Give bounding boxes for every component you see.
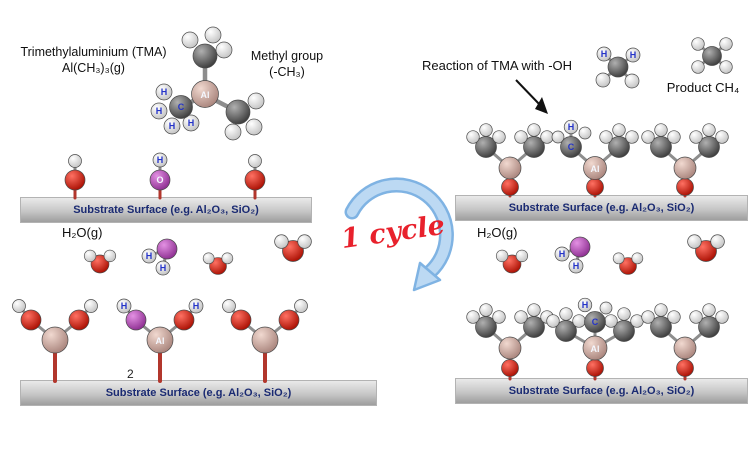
substrate-bar-bottom-left: Substrate Surface (e.g. Al₂O₃, SiO₂) (20, 380, 377, 406)
surface-dimethylaluminum-group (465, 122, 555, 198)
water-molecule-highlighted: H H (141, 238, 178, 276)
surface-oh-group (244, 154, 266, 200)
atom-label-h: H (188, 118, 195, 128)
atom-label-h: H (169, 121, 176, 131)
atom-label-al: Al (591, 344, 600, 354)
atom-label-h: H (146, 251, 153, 261)
atom-label-h: H (156, 106, 163, 116)
tma-formula: Al(CH₃)₃(g) (62, 61, 125, 76)
water-molecule (201, 251, 235, 276)
water-molecule (273, 233, 313, 264)
atom-label-o: O (156, 175, 163, 185)
atom-label-h: H (157, 155, 164, 165)
atom-label-c: C (178, 102, 185, 112)
atom-label-h: H (121, 301, 128, 311)
atom-label-h: H (568, 122, 575, 132)
methyl-formula: (-CH₃) (269, 65, 305, 80)
atom-label-al: Al (156, 336, 165, 346)
substrate-bar-top-left: Substrate Surface (e.g. Al₂O₃, SiO₂) (20, 197, 312, 223)
surface-methylaluminum-group (465, 302, 555, 381)
methyl-title: Methyl group (250, 49, 324, 63)
surface-methylaluminum-group-highlighted: H C Al (545, 297, 645, 381)
water-molecule (611, 251, 645, 276)
product-label: Product CH₄ (666, 80, 740, 95)
water-label-left: H₂O(g) (62, 225, 103, 240)
substrate-bar-top-right: Substrate Surface (e.g. Al₂O₃, SiO₂) (455, 195, 748, 221)
atom-label-h: H (160, 263, 167, 273)
atom-label-c: C (568, 142, 575, 152)
water-molecule (686, 233, 726, 264)
water-molecule-highlighted: H H (554, 236, 591, 274)
product-ch4-molecule (691, 37, 733, 74)
surface-al-oh-group (222, 299, 308, 383)
surface-oh-group (64, 154, 86, 200)
surface-dimethylaluminum-group-highlighted: H C Al (551, 119, 640, 198)
substrate-label: Substrate Surface (e.g. Al₂O₃, SiO₂) (73, 204, 259, 216)
atom-label-al: Al (591, 164, 600, 174)
atom-label-c: C (592, 317, 599, 327)
cycle-label: 1 cycle (339, 209, 447, 256)
atom-label-h: H (573, 261, 580, 271)
substrate-label: Substrate Surface (e.g. Al₂O₃, SiO₂) (105, 387, 292, 399)
tma-label: Trimethylaluminium (TMA) Al(CH₃)₃(g) (6, 44, 181, 77)
reaction-arrow (515, 79, 548, 114)
substrate-label: Substrate Surface (e.g. Al₂O₃, SiO₂) (508, 385, 695, 397)
atom-label-h: H (161, 87, 168, 97)
water-molecule (494, 248, 530, 275)
surface-methylaluminum-group (640, 302, 730, 381)
methyl-group-label: Methyl group (-CH₃) (237, 48, 337, 81)
atom-label-al: Al (201, 90, 210, 100)
atom-label-h: H (630, 50, 637, 60)
water-label-right: H₂O(g) (477, 225, 518, 240)
atom-label-h: H (601, 49, 608, 59)
surface-oh-group-highlighted: H O (149, 152, 171, 200)
stray-mark: 2 (127, 367, 134, 381)
reaction-label: Reaction of TMA with -OH (422, 58, 573, 73)
atom-label-h: H (559, 249, 566, 259)
tma-title: Trimethylaluminium (TMA) (20, 45, 167, 59)
substrate-label: Substrate Surface (e.g. Al₂O₃, SiO₂) (508, 202, 695, 214)
atom-label-h: H (582, 300, 589, 310)
surface-al-oh-group (12, 299, 98, 383)
ch4-molecule: H H (595, 46, 641, 89)
atom-label-h: H (193, 301, 200, 311)
substrate-bar-bottom-right: Substrate Surface (e.g. Al₂O₃, SiO₂) (455, 378, 748, 404)
water-molecule (82, 248, 118, 275)
surface-dimethylaluminum-group (640, 122, 730, 198)
